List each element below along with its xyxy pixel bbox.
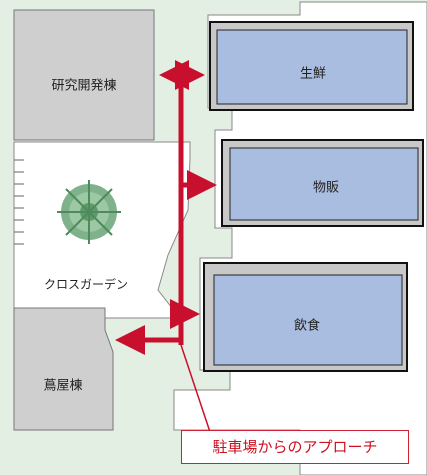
research-building xyxy=(13,9,155,141)
approach-route xyxy=(115,60,217,355)
parking-approach-callout: 駐車場からのアプローチ xyxy=(181,430,409,464)
tsutaya-building xyxy=(13,307,114,431)
research-building-label: 研究開発棟 xyxy=(51,78,117,94)
fresh-store xyxy=(216,29,408,105)
food-store-label: 飲食 xyxy=(293,318,321,334)
garden-wall xyxy=(14,159,24,245)
fresh-store-label: 生鮮 xyxy=(299,66,327,82)
garden-label: クロスガーデン xyxy=(43,277,129,292)
callout-leader xyxy=(180,344,211,433)
food-store xyxy=(213,274,403,366)
goods-store-label: 物販 xyxy=(312,180,340,196)
tree-icon xyxy=(57,180,121,244)
goods-store xyxy=(229,147,419,221)
tsutaya-building-label: 蔦屋棟 xyxy=(43,378,83,394)
